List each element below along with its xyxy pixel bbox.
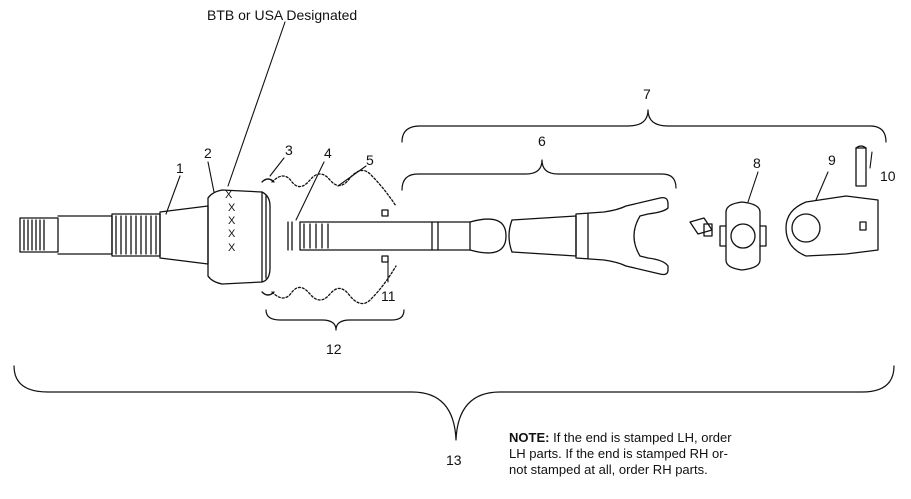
callout-3: 3 xyxy=(285,142,293,158)
designation-label: BTB or USA Designated xyxy=(207,7,358,23)
cv-stub-shaft xyxy=(19,205,209,265)
cv-boot xyxy=(271,169,397,305)
callout-7: 7 xyxy=(643,86,651,102)
callout-13: 13 xyxy=(446,452,462,468)
roll-pin xyxy=(855,145,867,187)
note-line-2: LH parts. If the end is stamped RH or- xyxy=(509,446,728,461)
drive-shaft xyxy=(299,196,669,276)
boot-clamp-small xyxy=(381,209,389,263)
callout-12: 12 xyxy=(326,341,342,357)
stamp-mark: X xyxy=(225,189,233,201)
cv-joint-housing xyxy=(207,189,271,285)
note-line-3: not stamped at all, order RH parts. xyxy=(509,462,708,477)
stamp-mark: X xyxy=(228,215,236,227)
end-yoke xyxy=(785,195,879,257)
note-heading: NOTE: xyxy=(509,430,550,445)
callout-9: 9 xyxy=(828,152,836,168)
callout-4: 4 xyxy=(324,145,332,161)
note-line-1: NOTE: If the end is stamped LH, order xyxy=(509,430,809,446)
retaining-ring xyxy=(287,221,293,251)
callout-11: 11 xyxy=(381,288,396,304)
stamp-mark: X xyxy=(228,202,236,214)
note-block: NOTE: If the end is stamped LH, order LH… xyxy=(509,430,809,478)
leader-lines xyxy=(165,21,873,283)
callout-1: 1 xyxy=(176,160,184,176)
stamp-mark: X xyxy=(228,242,236,254)
callout-2: 2 xyxy=(204,145,212,161)
callout-6: 6 xyxy=(538,133,546,149)
note-text-1: If the end is stamped LH, order xyxy=(553,430,732,445)
u-joint-cross xyxy=(689,201,767,271)
brackets xyxy=(13,109,895,441)
callout-10: 10 xyxy=(880,168,896,184)
stamp-mark: X xyxy=(228,228,236,240)
callout-8: 8 xyxy=(753,155,761,171)
callout-5: 5 xyxy=(366,152,374,168)
